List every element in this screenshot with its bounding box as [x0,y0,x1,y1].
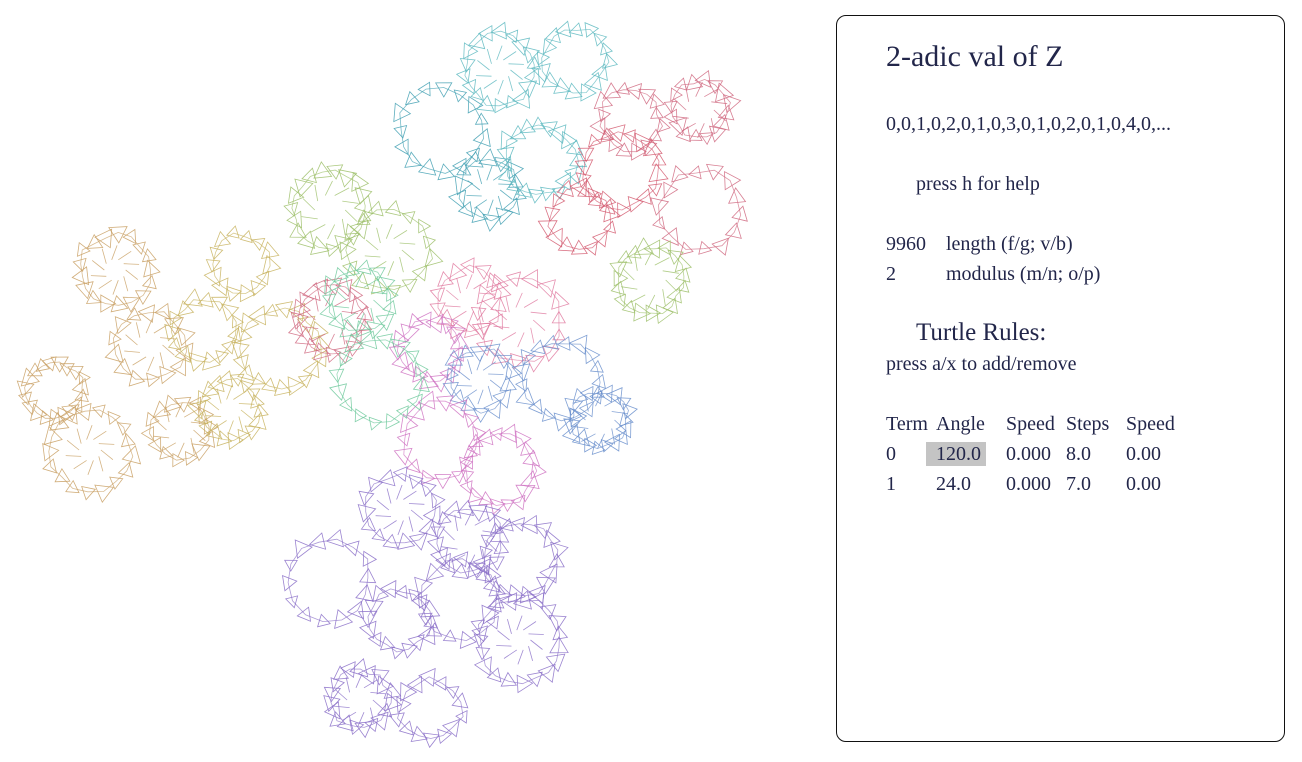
modulus-value: 2 [886,263,896,285]
help-hint: press h for help [916,173,1040,195]
column-header-term: Term [886,413,928,435]
rule-0-angle-selected: 120.0 [926,442,986,466]
column-header-steps: Steps [1066,413,1110,435]
modulus-label: modulus (m/n; o/p) [946,263,1101,285]
panel-title: 2-adic val of Z [886,40,1064,73]
rule-0-term: 0 [886,443,896,465]
rule-1-steps-speed: 0.00 [1126,473,1161,495]
turtle-rules-hint: press a/x to add/remove [886,353,1077,375]
column-header-steps-speed: Speed [1126,413,1175,435]
column-header-angle-speed: Speed [1006,413,1055,435]
rule-1-angle: 24.0 [936,473,971,495]
length-value: 9960 [886,233,926,255]
rule-1-term: 1 [886,473,896,495]
turtle-rules-heading: Turtle Rules: [916,319,1047,346]
rule-0-steps: 8.0 [1066,443,1091,465]
rule-0-steps-speed: 0.00 [1126,443,1161,465]
turtle-drawing-canvas [16,20,748,749]
column-header-angle: Angle [936,413,985,435]
sequence-preview: 0,0,1,0,2,0,1,0,3,0,1,0,2,0,1,0,4,0,... [886,113,1171,135]
rule-0-angle-speed: 0.000 [1006,443,1051,465]
rule-1-angle-speed: 0.000 [1006,473,1051,495]
info-panel: 2-adic val of Z 0,0,1,0,2,0,1,0,3,0,1,0,… [836,15,1285,742]
length-label: length (f/g; v/b) [946,233,1073,255]
rule-1-steps: 7.0 [1066,473,1091,495]
